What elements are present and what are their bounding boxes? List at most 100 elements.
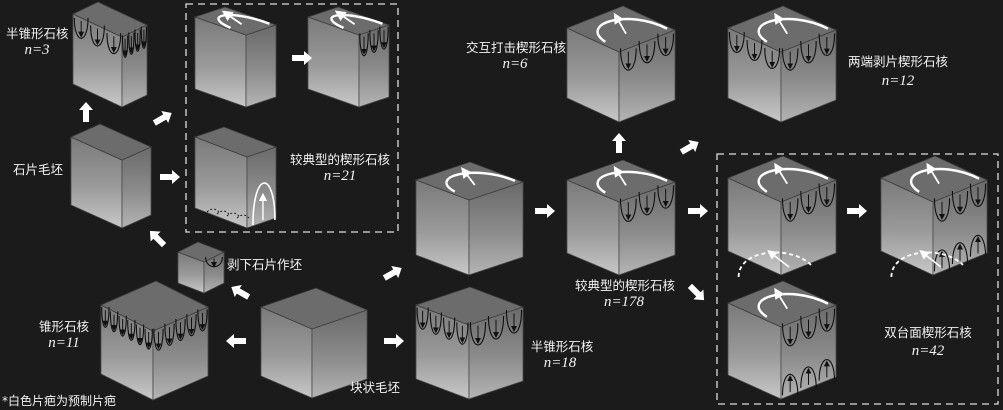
flake-scar-icon: [969, 183, 987, 207]
flake-scar-icon: [638, 191, 656, 216]
flake-scar-icon: [379, 26, 389, 50]
cube-typical-wedge-core: [565, 159, 677, 276]
flake-scar-icon: [73, 17, 89, 39]
cube-bipolar-wedge-core: [726, 5, 838, 123]
label-half-cone-core-bottom: 半锥形石核: [530, 339, 594, 354]
arrow-wedge-stage-1-to-2-icon: [292, 51, 312, 65]
flake-scar-icon: [175, 318, 186, 341]
flake-scar-icon: [933, 198, 951, 222]
flake-scar-icon: [781, 373, 799, 396]
arrow-flake-blank-to-wedge-icon: [152, 110, 172, 126]
flake-scar-icon: [429, 312, 442, 335]
label-typical-wedge-core-flake: 较典型的楔形石核: [290, 152, 391, 167]
flake-scar-icon: [638, 40, 656, 64]
label-double-platform-wedge-core: 双台面楔形石核: [884, 325, 972, 340]
cube-cone-core: [100, 280, 209, 401]
flake-scar-icon: [764, 47, 781, 69]
count-typical-wedge-core-flake: n=21: [323, 168, 357, 184]
flake-scar-icon: [818, 359, 836, 381]
label-half-cone-core-top: 半锥形石核: [6, 26, 69, 41]
cube-flake-blank: [70, 123, 152, 229]
cube-detached-flake-blank: [177, 241, 225, 294]
label-typical-wedge-core-block: 较典型的楔形石核: [575, 278, 676, 293]
flake-scar-icon: [781, 323, 799, 347]
preformed-scar-icon: [910, 167, 980, 193]
footnote: *白色片疤为预制片疤: [2, 394, 117, 408]
cube-half-cone-core-bottom: [414, 286, 525, 400]
flake-scar-icon: [728, 31, 745, 53]
flake-scar-icon: [800, 40, 817, 64]
flake-scar-icon: [416, 307, 429, 330]
arrow-block-to-cone-core-icon: [226, 334, 246, 348]
cube-double-platform-wedge-core: [726, 280, 838, 400]
arrow-block-to-wedge-preform-icon: [382, 265, 402, 281]
cube-alternate-strike-wedge-core: [565, 5, 677, 123]
flake-scar-icon: [469, 321, 487, 346]
flake-scar-icon: [90, 25, 105, 47]
arrow-preform-to-typical-wedge-icon: [535, 204, 555, 218]
flake-scar-icon: [781, 198, 799, 222]
arrow-double-platform-stage-1-to-2-icon: [847, 204, 867, 218]
flake-scar-icon: [456, 322, 469, 345]
flake-scar-icon: [109, 311, 119, 333]
flake-scar-icon: [186, 314, 197, 337]
flake-scar-icon: [164, 323, 175, 346]
arrow-flake-blank-to-half-cone-icon: [79, 102, 93, 122]
flake-scar-icon: [818, 33, 836, 56]
flake-scar-icon: [134, 29, 141, 52]
flake-scar-icon: [657, 33, 675, 56]
flake-scar-icon: [800, 366, 817, 389]
flake-scar-icon: [487, 315, 505, 340]
arrow-detached-flake-to-flake-blank-icon: [149, 230, 167, 248]
flake-scar-icon: [369, 29, 379, 53]
preformed-scar-bottom-icon: [737, 251, 812, 278]
flake-scar-icon: [153, 328, 164, 351]
group-box-flake-blank-wedge-cores: [185, 3, 399, 233]
cube-half-cone-core-top: [72, 1, 148, 108]
flake-scar-icon: [135, 324, 145, 346]
label-bipolar-wedge-core: 两端剥片楔形石核: [848, 54, 949, 69]
flake-scar-icon: [128, 32, 135, 55]
count-double-platform-wedge-core: n=42: [911, 343, 945, 359]
cube-block-blank: [259, 287, 369, 399]
cube-double-platform-stage-2: [879, 155, 989, 278]
count-cone-core: n=11: [48, 335, 80, 351]
flake-scar-icon: [127, 320, 136, 341]
flake-scar-icon: [359, 33, 369, 57]
cube-wedge-stage-2: [306, 6, 391, 108]
cube-double-platform-stage-1: [726, 155, 838, 278]
count-bipolar-wedge-core: n=12: [881, 73, 915, 89]
flake-scar-icon: [106, 33, 122, 54]
preformed-scar-bottom-icon: [890, 251, 964, 278]
preformed-scar-icon: [757, 292, 829, 318]
flake-scar-icon: [951, 190, 969, 215]
flake-scar-icon: [746, 39, 763, 61]
flake-scar-icon: [140, 26, 148, 49]
flake-scar-icon: [781, 48, 799, 71]
arrow-block-to-half-cone-icon: [384, 334, 404, 348]
flake-scar-icon: [121, 35, 129, 58]
flake-scar-icon: [657, 185, 675, 209]
preformed-scar-icon: [252, 182, 276, 226]
label-cone-core: 锥形石核: [38, 319, 89, 334]
preformed-scar-icon: [596, 170, 668, 194]
flake-scar-icon: [933, 249, 951, 272]
flake-scar-icon: [197, 309, 208, 332]
label-detach-flake-as-blank: 剥下石片作坯: [227, 257, 303, 272]
flake-scar-icon: [443, 317, 456, 340]
flake-scar-icon: [505, 309, 523, 334]
arrow-flake-blank-to-wedge-lower-icon: [160, 170, 180, 184]
flake-scar-icon: [818, 308, 836, 332]
flake-scar-icon: [969, 235, 987, 257]
flake-scar-icon: [800, 190, 817, 215]
flake-scar-icon: [144, 328, 153, 350]
cube-wedge-stage-3: [193, 126, 278, 229]
arrow-typical-to-bipolar-icon: [679, 139, 699, 155]
count-typical-wedge-core-block: n=178: [603, 294, 645, 310]
preformed-scar-icon: [445, 171, 516, 193]
flake-scar-icon: [118, 315, 127, 337]
arrow-typical-to-double-platform-icon: [688, 204, 708, 218]
preformed-scar-icon: [757, 167, 829, 193]
